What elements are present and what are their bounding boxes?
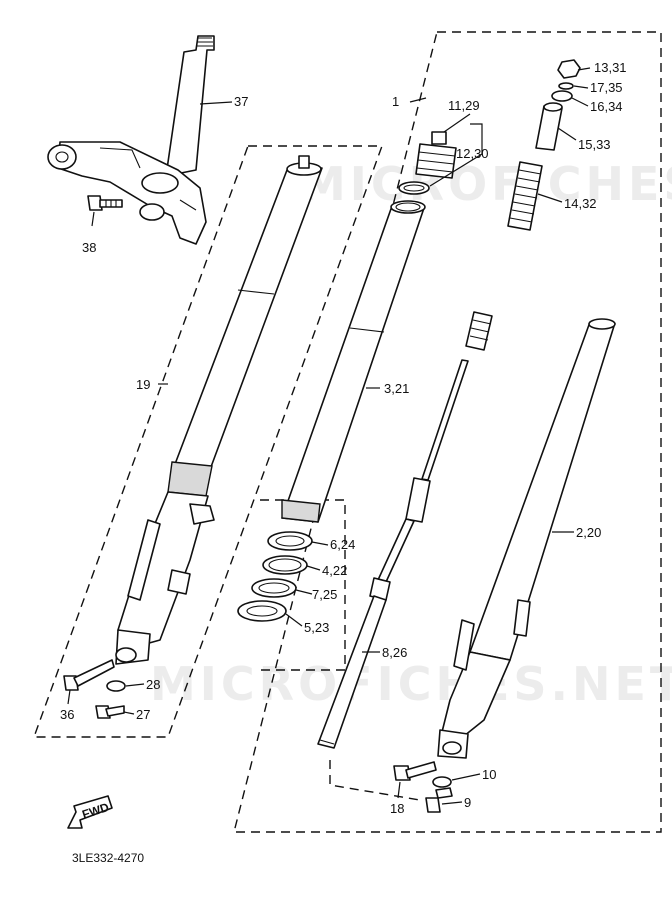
leader-14-32 [537, 193, 563, 203]
leader-15-33 [557, 127, 577, 141]
callout-16-34: 16,34 [590, 99, 623, 114]
leader-5-23 [285, 613, 303, 627]
callout-38: 38 [82, 240, 96, 255]
clip-17-35 [558, 82, 574, 90]
washer-10 [432, 776, 452, 788]
leader-36 [67, 689, 71, 705]
bolt-18 [393, 761, 437, 781]
oil-seal-7-25 [251, 578, 297, 598]
callout-14-32: 14,32 [564, 196, 597, 211]
callout-17-35: 17,35 [590, 80, 623, 95]
nut-13-31 [557, 59, 581, 79]
callout-3-21: 3,21 [384, 381, 409, 396]
watermark-top: MICROFICHES.NET [300, 157, 672, 211]
leader-38 [91, 211, 95, 227]
callout-12-30: 12,30 [456, 146, 489, 161]
callout-37: 37 [234, 94, 248, 109]
leader-1 [409, 97, 427, 103]
leader-12-30 [429, 123, 483, 187]
callout-7-25: 7,25 [312, 587, 337, 602]
leader-9 [441, 801, 463, 805]
leader-4-22 [306, 565, 321, 571]
callout-18: 18 [390, 801, 404, 816]
watermark-bottom: MICROFICHES.NET [150, 657, 672, 711]
callout-2-20: 2,20 [576, 525, 601, 540]
o-ring-12-30 [398, 181, 430, 195]
washer-16-34 [551, 90, 573, 102]
spacer-15-33 [535, 102, 563, 151]
callout-11-29: 11,29 [448, 98, 480, 113]
callout-6-24: 6,24 [330, 537, 355, 552]
leader-28 [125, 683, 145, 687]
leader-11-29 [443, 113, 471, 133]
washer-28 [106, 680, 126, 692]
leader-37 [199, 101, 233, 105]
callout-10: 10 [482, 767, 496, 782]
callout-15-33: 15,33 [578, 137, 611, 152]
callout-5-23: 5,23 [304, 620, 329, 635]
leader-6-24 [311, 541, 329, 546]
leader-17-35 [573, 85, 589, 89]
callout-1: 1 [392, 94, 399, 109]
fwd-arrow-icon: FWD [67, 795, 113, 829]
callout-36: 36 [60, 707, 74, 722]
leader-27 [123, 711, 135, 715]
leader-13-31 [577, 67, 591, 71]
steering-stem-under-bracket [47, 35, 215, 245]
callout-27: 27 [136, 707, 150, 722]
callout-28: 28 [146, 677, 160, 692]
outer-tube-2-20 [437, 318, 616, 759]
bolt-38 [87, 195, 123, 211]
cap-bolt-11-29 [415, 131, 457, 179]
seal-group-boundary [260, 499, 346, 671]
callout-19: 19 [136, 377, 150, 392]
damper-rod-8-26 [317, 359, 469, 749]
fork-spring-14-32 [507, 161, 543, 231]
leader-7-25 [295, 589, 313, 595]
inner-group-boundary [329, 760, 421, 801]
bolt-27 [95, 705, 125, 719]
diagram-code: 3LE332-4270 [72, 851, 144, 865]
left-fork-assembly [115, 155, 323, 665]
dust-seal-6-24 [267, 531, 313, 551]
callout-4-22: 4,22 [322, 563, 347, 578]
callout-9: 9 [464, 795, 471, 810]
leader-18 [397, 781, 401, 799]
retaining-clip-4-22 [262, 555, 308, 575]
inner-fork-tube [281, 200, 426, 523]
rebound-spring [465, 311, 493, 351]
callout-13-31: 13,31 [594, 60, 627, 75]
bolt-9 [425, 787, 453, 813]
leader-16-34 [571, 97, 589, 107]
bolt-36 [63, 659, 115, 691]
washer-5-23 [237, 600, 287, 622]
callout-8-26: 8,26 [382, 645, 407, 660]
leader-10 [451, 773, 481, 781]
